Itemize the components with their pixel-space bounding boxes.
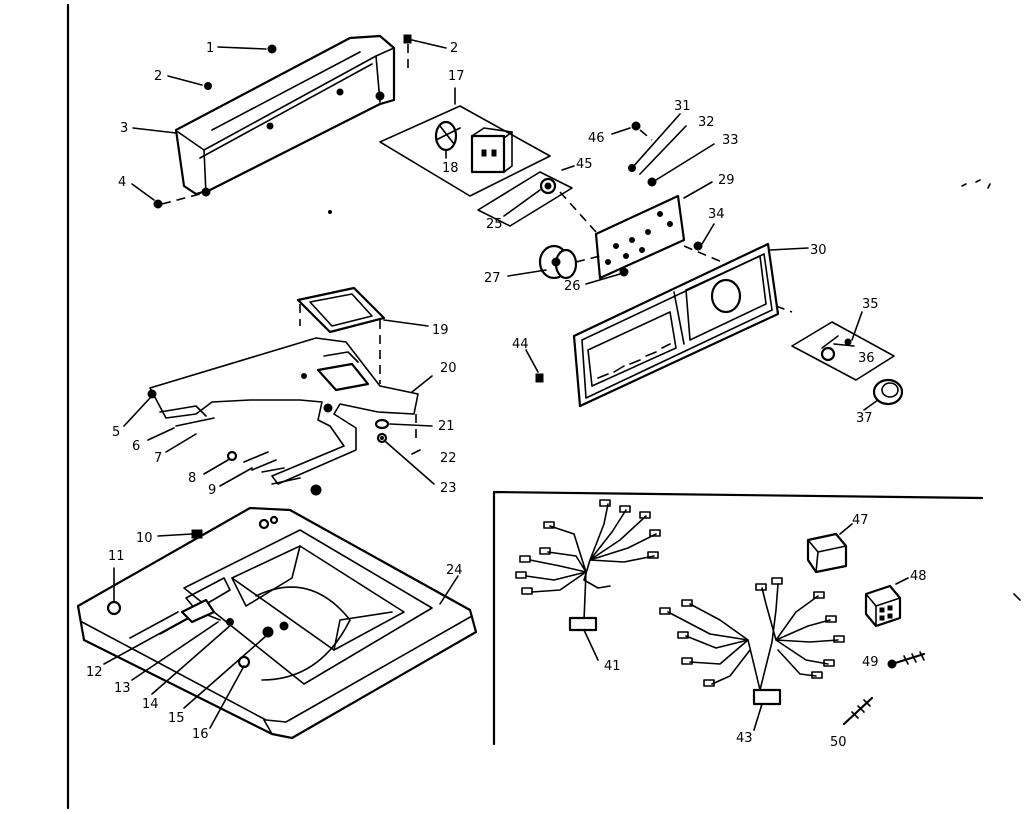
part-21-22-23-bumpers	[374, 414, 435, 485]
part-26-screw	[585, 267, 629, 285]
callout-16: 16	[192, 727, 209, 742]
part-34-screw	[693, 223, 715, 251]
callout-43: 43	[736, 731, 753, 746]
part-35-36-bracket	[791, 311, 895, 381]
part-8-9-hinge-pins	[203, 450, 322, 496]
part-2-screw-left	[167, 75, 212, 90]
callout-34: 34	[708, 207, 725, 222]
callout-22: 22	[440, 451, 457, 466]
part-49-screw	[887, 651, 926, 669]
callout-4: 4	[118, 175, 126, 190]
callout-49: 49	[862, 655, 879, 670]
callout-50: 50	[830, 735, 847, 750]
part-27-knob	[507, 244, 601, 280]
callout-37: 37	[856, 411, 873, 426]
callout-45: 45	[576, 157, 593, 172]
part-5-6-7-hinge	[123, 389, 215, 453]
leader-10	[157, 533, 193, 537]
part-43-wire-harness	[659, 577, 845, 731]
part-31-33-hardware	[628, 113, 715, 187]
part-24-top-cover	[76, 506, 478, 740]
callout-33: 33	[722, 133, 739, 148]
assembly-line-c	[775, 305, 793, 313]
callout-2-right: 2	[450, 41, 458, 56]
part-44-clip	[525, 349, 544, 383]
stray-dot	[328, 210, 332, 214]
callout-30: 30	[810, 243, 827, 258]
part-30-control-panel	[572, 242, 809, 408]
callout-25: 25	[486, 217, 503, 232]
callout-27: 27	[484, 271, 501, 286]
callout-2-left: 2	[154, 69, 162, 84]
callout-29: 29	[718, 173, 735, 188]
part-1-screw	[217, 44, 277, 54]
callout-48: 48	[910, 569, 927, 584]
part-25-bracket	[477, 171, 573, 227]
part-46-screw	[611, 121, 641, 135]
callout-12: 12	[86, 665, 103, 680]
part-47-connector	[806, 523, 853, 574]
callout-18: 18	[442, 161, 459, 176]
part-48-connector	[864, 577, 909, 628]
callout-21: 21	[438, 419, 455, 434]
callout-10: 10	[136, 531, 153, 546]
callout-32: 32	[698, 115, 715, 130]
part-19-dispenser	[296, 286, 429, 384]
callout-19: 19	[432, 323, 449, 338]
callout-44: 44	[512, 337, 529, 352]
part-41-wire-harness	[515, 499, 661, 661]
callout-47: 47	[852, 513, 869, 528]
callout-leaders-12-16	[103, 617, 267, 729]
callout-7: 7	[154, 451, 162, 466]
callout-17: 17	[448, 69, 465, 84]
callout-15: 15	[168, 711, 185, 726]
callout-46: 46	[588, 131, 605, 146]
callout-23: 23	[440, 481, 457, 496]
leader-3	[132, 127, 177, 134]
part-4-screw	[131, 183, 201, 209]
assembly-line-a	[559, 191, 597, 233]
callout-9: 9	[208, 483, 216, 498]
callout-31: 31	[674, 99, 691, 114]
callout-36: 36	[858, 351, 875, 366]
part-3-console-frame	[174, 34, 396, 197]
callout-20: 20	[440, 361, 457, 376]
callout-41: 41	[604, 659, 621, 674]
callout-1: 1	[206, 41, 214, 56]
callout-3: 3	[120, 121, 128, 136]
part-37-knob	[863, 378, 904, 411]
stray-marks	[961, 179, 991, 189]
part-50-screw	[842, 696, 874, 726]
callout-6: 6	[132, 439, 140, 454]
callout-11: 11	[108, 549, 125, 564]
part-18-knob-clip	[434, 120, 461, 159]
harness-inset-border	[492, 490, 984, 746]
callout-8: 8	[188, 471, 196, 486]
callout-26: 26	[564, 279, 581, 294]
part-20-lid-plate	[149, 337, 433, 485]
callout-14: 14	[142, 697, 159, 712]
callout-5: 5	[112, 425, 120, 440]
stray-tick	[1013, 593, 1021, 601]
part-2-screw-right	[403, 34, 447, 70]
part-17-timer-bracket	[379, 87, 551, 197]
callout-24: 24	[446, 563, 463, 578]
callout-35: 35	[862, 297, 879, 312]
leader-45	[561, 165, 575, 171]
part-29-control-board	[594, 181, 713, 280]
callout-13: 13	[114, 681, 131, 696]
